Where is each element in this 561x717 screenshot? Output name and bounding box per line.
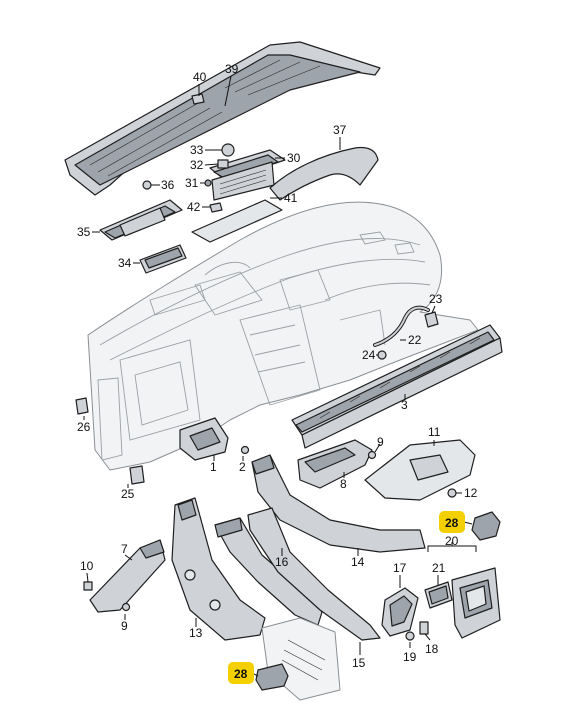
callout-17: 17: [393, 561, 407, 575]
part-33-sensor: [221, 143, 235, 157]
part-42-clip: [209, 202, 223, 213]
part-12-screw: [447, 488, 457, 498]
callout-7: 7: [121, 542, 128, 556]
part-25-clip: [129, 465, 145, 485]
callout-33: 33: [190, 143, 204, 157]
highlight-badge-28-lower: 28: [228, 662, 254, 684]
callout-13: 13: [189, 626, 203, 640]
part-1-control-module: [179, 417, 229, 461]
part-14-rear-duct: [247, 454, 426, 641]
callout-10: 10: [80, 559, 94, 573]
part-9a-screw: [367, 450, 377, 460]
callout-42: 42: [187, 200, 201, 214]
part-20-vent-frame: [451, 567, 501, 639]
callout-19: 19: [403, 650, 417, 664]
part-11-trim-cover: [364, 439, 476, 501]
part-10-clip: [83, 581, 93, 591]
callout-40: 40: [193, 70, 207, 84]
part-32-sensor-cover: [217, 159, 229, 169]
callout-21: 21: [432, 561, 446, 575]
callout-2: 2: [239, 460, 246, 474]
callout-1: 1: [210, 460, 217, 474]
callout-12: 12: [464, 486, 478, 500]
part-28-cap-lower: [255, 663, 289, 691]
part-40-clip: [191, 93, 205, 105]
callout-labels: 40 39 37 33 32 30 31 36 41 42 35 34 23 2…: [77, 62, 478, 670]
dashboard-outline: [87, 201, 479, 471]
callout-11: 11: [428, 425, 441, 439]
callout-24: 24: [362, 348, 376, 362]
callout-16: 16: [275, 555, 289, 569]
part-39-plenum-cover: [64, 41, 381, 196]
part-13-footwell-duct: [171, 497, 266, 641]
callout-32: 32: [190, 158, 204, 172]
callout-23: 23: [429, 292, 443, 306]
part-41-cover-panel: [191, 199, 283, 243]
callout-41: 41: [284, 191, 298, 205]
callout-26: 26: [77, 420, 91, 434]
part-36-screw: [142, 180, 152, 190]
part-26-clip: [75, 397, 89, 415]
callout-20: 20: [445, 534, 459, 548]
callout-30: 30: [287, 151, 301, 165]
part-3-crossmember-duct: [291, 324, 503, 449]
callout-28-lower: 28: [234, 667, 248, 681]
leader-lines: [83, 75, 477, 677]
callout-31: 31: [185, 176, 199, 190]
callout-25: 25: [121, 487, 135, 501]
part-31-clip: [204, 179, 212, 187]
part-7-side-duct: [89, 539, 166, 613]
part-35-vent-housing: [99, 199, 183, 241]
callout-35: 35: [77, 225, 91, 239]
part-2-screw: [240, 445, 250, 455]
highlight-badge-28-upper: 28: [439, 511, 465, 533]
part-21-vent-insert: [424, 581, 453, 609]
part-24-hose-nozzle: [377, 350, 387, 360]
callout-14: 14: [351, 555, 365, 569]
part-8-bracket: [297, 439, 373, 489]
callout-39: 39: [225, 62, 239, 76]
callout-9-upper: 9: [377, 435, 384, 449]
callout-22: 22: [408, 333, 422, 347]
callout-37: 37: [333, 123, 347, 137]
part-19-screw: [405, 631, 415, 641]
callout-28-upper: 28: [445, 516, 459, 530]
callout-15: 15: [352, 656, 366, 670]
part-16-duct: [214, 517, 323, 626]
part-9b-screw: [121, 602, 131, 612]
part-37-trim-strip: [269, 146, 379, 201]
callout-8: 8: [340, 477, 347, 491]
part-30-defrost-vent: [209, 149, 286, 201]
part-34-vent-insert: [139, 244, 187, 274]
part-28-cap-upper: [471, 511, 501, 541]
callout-18: 18: [425, 642, 439, 656]
callout-34: 34: [118, 256, 132, 270]
callout-36: 36: [161, 178, 175, 192]
part-17-console-vent: [381, 587, 419, 637]
callout-3: 3: [401, 398, 408, 412]
callout-9-lower: 9: [121, 619, 128, 633]
part-22-hose: [373, 305, 430, 347]
part-23-hose-connector: [424, 311, 439, 328]
part-18-clip: [419, 621, 429, 635]
